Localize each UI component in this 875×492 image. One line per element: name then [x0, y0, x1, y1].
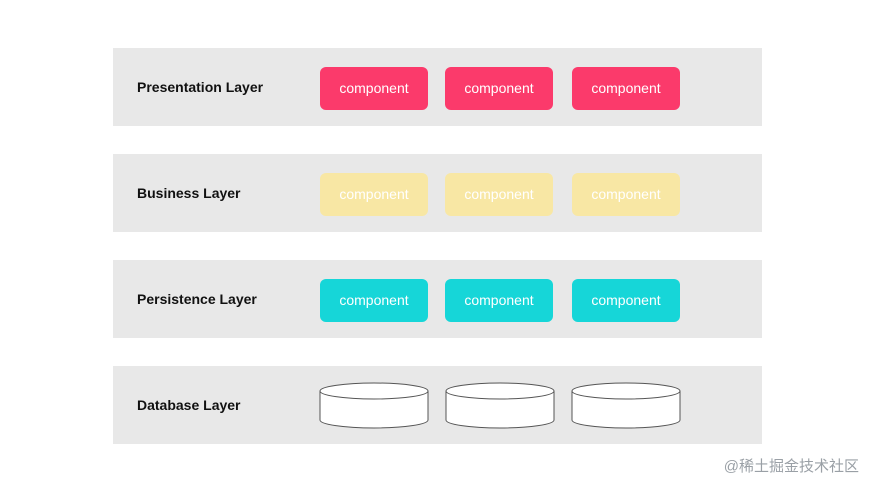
layer-database: Database Layer: [113, 366, 762, 444]
layer-label: Business Layer: [137, 185, 241, 201]
layer-business: Business Layer component component compo…: [113, 154, 762, 232]
persistence-component-3: component: [572, 279, 680, 322]
database-cylinder-icon: [571, 382, 681, 429]
business-component-3: component: [572, 173, 680, 216]
presentation-component-1: component: [320, 67, 428, 110]
presentation-component-2: component: [445, 67, 553, 110]
persistence-component-1: component: [320, 279, 428, 322]
business-component-2: component: [445, 173, 553, 216]
layer-label: Persistence Layer: [137, 291, 257, 307]
database-cylinder-icon: [445, 382, 555, 429]
watermark: @稀土掘金技术社区: [723, 458, 859, 475]
presentation-component-3: component: [572, 67, 680, 110]
business-component-1: component: [320, 173, 428, 216]
layer-label: Presentation Layer: [137, 79, 264, 95]
layer-persistence: Persistence Layer component component co…: [113, 260, 762, 338]
layer-label: Database Layer: [137, 397, 241, 413]
persistence-component-2: component: [445, 279, 553, 322]
database-cylinder-icon: [319, 382, 429, 429]
layer-presentation: Presentation Layer component component c…: [113, 48, 762, 126]
